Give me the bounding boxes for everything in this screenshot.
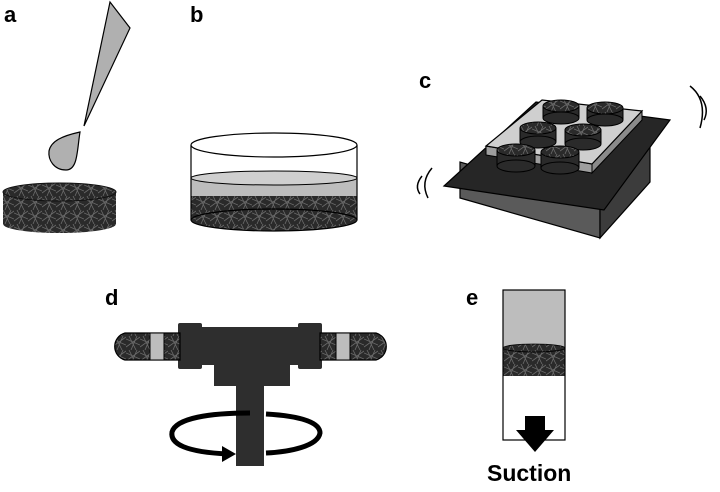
panel-d <box>114 323 387 466</box>
suction-tube <box>502 289 566 441</box>
panel-e <box>502 289 566 452</box>
pipette-tip-icon <box>83 0 131 127</box>
vibration-waves-icon <box>416 85 707 199</box>
scaffold-wells <box>496 99 624 175</box>
panel-b <box>190 132 358 232</box>
panel-c <box>416 85 707 240</box>
suction-label: Suction <box>487 460 572 486</box>
scaffold-disc <box>2 182 117 233</box>
panel-a <box>2 0 131 233</box>
droplet-icon <box>48 131 81 171</box>
panel-label-a: a <box>4 2 17 27</box>
panel-label-b: b <box>190 2 204 27</box>
panel-label-c: c <box>419 68 432 93</box>
panel-label-e: e <box>466 285 479 310</box>
centrifuge-adapter <box>114 323 387 466</box>
down-arrow-icon <box>516 416 554 452</box>
panel-label-d: d <box>105 285 119 310</box>
rotation-arrow-icon <box>169 410 323 462</box>
petri-dish <box>190 132 358 232</box>
